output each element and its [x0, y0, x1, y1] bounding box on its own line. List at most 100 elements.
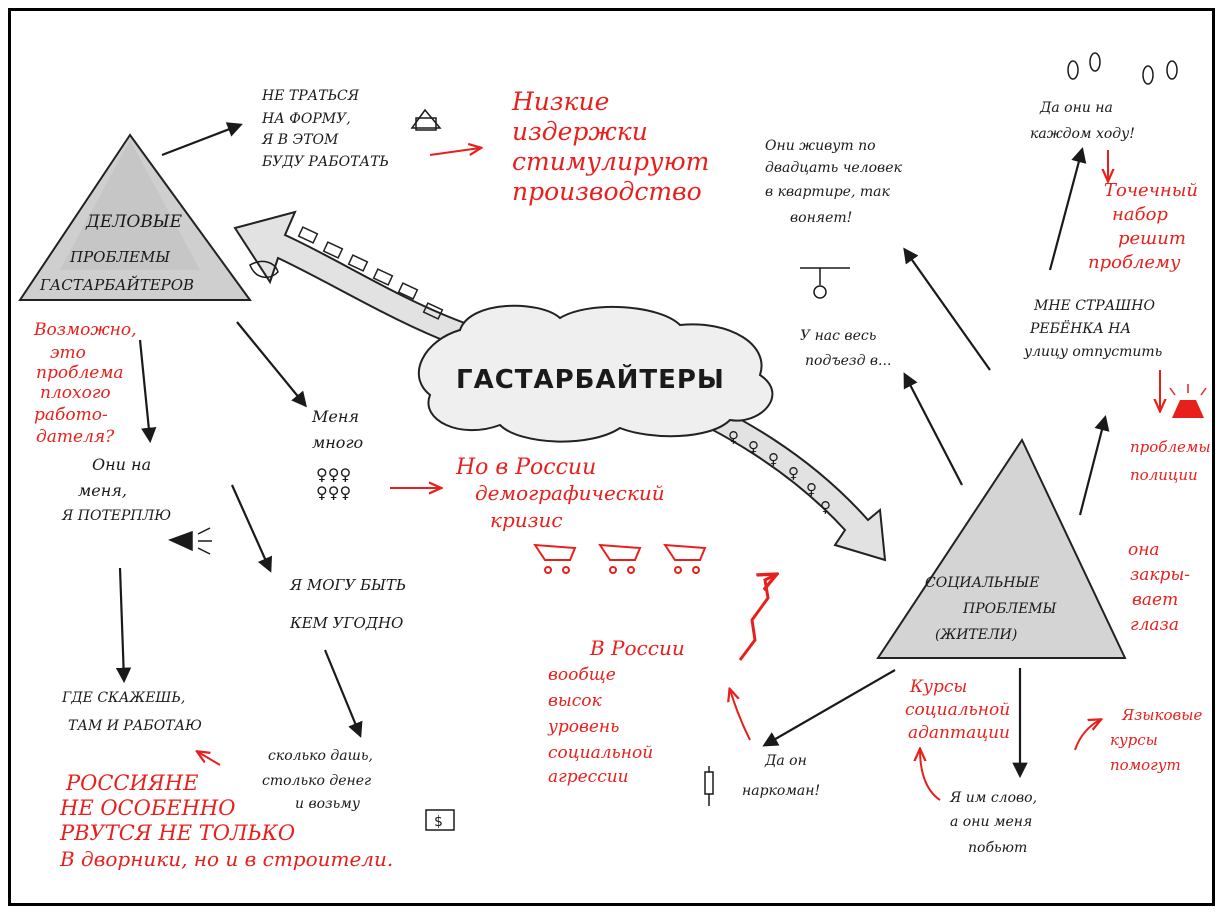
- rossiyane-3: РВУТСЯ НЕ ТОЛЬКО: [59, 821, 295, 845]
- police-siren-icon: [1169, 384, 1207, 418]
- rossiyane-2: НЕ ОСОБЕННО: [59, 796, 235, 820]
- tochechny-4: проблему: [1088, 252, 1181, 273]
- problemy-politsii-2: полиции: [1130, 466, 1198, 484]
- svg-text:♀: ♀: [748, 438, 759, 456]
- right-triangle-line-1: СОЦИАЛЬНЫЕ: [925, 575, 1040, 591]
- footprints-icon: [1067, 52, 1178, 85]
- ona-zakryvaet-1: она: [1128, 540, 1160, 560]
- mne-strashno-1: МНЕ СТРАШНО: [1033, 298, 1155, 314]
- vozmozhno-1: Возможно,: [33, 320, 137, 340]
- kursy-adaptatsii-1: Курсы: [909, 677, 967, 697]
- right-triangle: СОЦИАЛЬНЫЕ ПРОБЛЕМЫ (ЖИТЕЛИ): [876, 437, 1127, 659]
- left-triangle: ДЕЛОВЫЕ ПРОБЛЕМЫ ГАСТАРБАЙТЕРОВ: [18, 133, 252, 301]
- da-oni-na-2: каждом ходу!: [1030, 126, 1135, 142]
- right-triangle-line-3: (ЖИТЕЛИ): [935, 627, 1017, 643]
- ne-tratsya-2: НА ФОРМУ,: [261, 111, 351, 127]
- ya-im-slovo-1: Я им слово,: [949, 790, 1037, 806]
- v-rossii-voobshche-6: агрессии: [548, 767, 629, 787]
- svg-text:♀: ♀: [728, 428, 739, 446]
- oni-zhivut-2: двадцать человек: [765, 160, 902, 176]
- skolko-dash-3: и возьму: [295, 796, 361, 812]
- oni-zhivut-3: в квартире, так: [765, 184, 890, 200]
- svg-text:♀♀♀: ♀♀♀: [316, 483, 351, 502]
- gde-skazhesh-1: ГДЕ СКАЖЕШЬ,: [61, 690, 185, 706]
- syringe-icon: [704, 766, 714, 806]
- oni-zhivut-4: воняет!: [790, 210, 852, 226]
- v-rossii-voobshche-3: высок: [548, 691, 602, 711]
- black-arrows: [115, 122, 1110, 779]
- ya-mogu-2: КЕМ УГОДНО: [289, 614, 403, 632]
- house-icon: [410, 108, 442, 131]
- vozmozhno-3: проблема: [36, 363, 124, 383]
- ya-mogu-1: Я МОГУ БЫТЬ: [289, 576, 406, 594]
- lamp-icon: [800, 267, 850, 299]
- kursy-adaptatsii-3: адаптации: [908, 723, 1010, 743]
- oni-na-menya-3: Я ПОТЕРПЛЮ: [61, 508, 171, 524]
- center-title: ГАСТАРБАЙТЕРЫ: [456, 363, 725, 395]
- kursy-adaptatsii-2: социальной: [905, 700, 1010, 720]
- left-triangle-line-1: ДЕЛОВЫЕ: [85, 212, 183, 232]
- nizkie-1: Низкие: [511, 87, 609, 116]
- megaphone-icon: [168, 527, 212, 555]
- u-nas-ves-2: подъезд в...: [805, 353, 891, 369]
- svg-text:♀: ♀: [788, 464, 799, 482]
- nizkie-2: издержки: [512, 117, 648, 146]
- da-on-narkoman-2: наркоман!: [742, 783, 820, 799]
- people-icon: ♀♀♀♀♀♀: [316, 465, 351, 502]
- v-rossii-voobshche-1: В России: [589, 636, 685, 660]
- vozmozhno-2: это: [50, 343, 86, 363]
- nizkie-4: производство: [512, 177, 702, 206]
- v-rossii-voobshche-5: социальной: [548, 743, 653, 763]
- oni-na-menya-1: Они на: [92, 455, 151, 474]
- nizkie-3: стимулируют: [512, 147, 709, 176]
- people-icon: ♀♀♀ ♀♀♀: [728, 428, 831, 516]
- da-oni-na-1: Да они на: [1039, 100, 1113, 116]
- yazykovye-1: Языковые: [1121, 706, 1202, 724]
- dollar-bill-icon: $: [425, 809, 455, 831]
- skolko-dash-2: столько денег: [262, 773, 371, 789]
- ne-tratsya-3: Я В ЭТОМ: [261, 132, 339, 148]
- mne-strashno-3: улицу отпустить: [1023, 344, 1162, 360]
- svg-text:♀: ♀: [806, 480, 817, 498]
- red-arrows: [198, 148, 1160, 801]
- vozmozhno-6: дателя?: [36, 427, 115, 447]
- yazykovye-3: помогут: [1110, 756, 1181, 774]
- left-triangle-line-3: ГАСТАРБАЙТЕРОВ: [39, 275, 194, 294]
- svg-text:♀: ♀: [768, 450, 779, 468]
- skolko-dash-1: сколько дашь,: [268, 748, 373, 764]
- menya-mnogo-2: много: [312, 433, 363, 452]
- ona-zakryvaet-3: вает: [1132, 590, 1178, 610]
- center-cloud: ГАСТАРБАЙТЕРЫ: [417, 304, 774, 443]
- right-triangle-line-2: ПРОБЛЕМЫ: [962, 601, 1057, 617]
- rossiyane-4: В дворники, но и в строители.: [59, 847, 393, 871]
- v-rossii-voobshche-2: вообще: [548, 665, 616, 685]
- oni-na-menya-2: меня,: [78, 481, 127, 500]
- ona-zakryvaet-4: глаза: [1130, 615, 1179, 635]
- svg-text:♀♀♀: ♀♀♀: [316, 465, 351, 484]
- no-v-rossii-1: Но в России: [455, 455, 596, 480]
- no-v-rossii-3: кризис: [490, 508, 563, 532]
- ne-tratsya-4: БУДУ РАБОТАТЬ: [261, 154, 389, 170]
- tochechny-1: Точечный: [1104, 180, 1198, 201]
- ne-tratsya-1: НЕ ТРАТЬСЯ: [261, 88, 360, 104]
- mne-strashno-2: РЕБЁНКА НА: [1029, 319, 1131, 337]
- tochechny-3: решит: [1118, 228, 1186, 249]
- v-rossii-voobshche-4: уровень: [547, 717, 619, 737]
- vozmozhno-4: плохого: [40, 383, 111, 403]
- yazykovye-2: курсы: [1110, 731, 1158, 749]
- ona-zakryvaet-2: закры-: [1130, 565, 1190, 585]
- oni-zhivut-1: Они живут по: [765, 138, 876, 154]
- left-triangle-line-2: ПРОБЛЕМЫ: [69, 248, 170, 266]
- menya-mnogo-1: Меня: [311, 407, 359, 426]
- vozmozhno-5: работо-: [34, 405, 108, 425]
- ya-im-slovo-2: а они меня: [950, 814, 1032, 830]
- problemy-politsii-1: проблемы: [1130, 438, 1211, 456]
- rossiyane-1: РОССИЯНЕ: [65, 771, 198, 795]
- ya-im-slovo-3: побьют: [968, 840, 1027, 856]
- tochechny-2: набор: [1112, 204, 1168, 225]
- shopping-cart-icon: [533, 543, 707, 574]
- hand-icon: [249, 260, 279, 279]
- gde-skazhesh-2: ТАМ И РАБОТАЮ: [68, 718, 202, 734]
- svg-text:♀: ♀: [820, 498, 831, 516]
